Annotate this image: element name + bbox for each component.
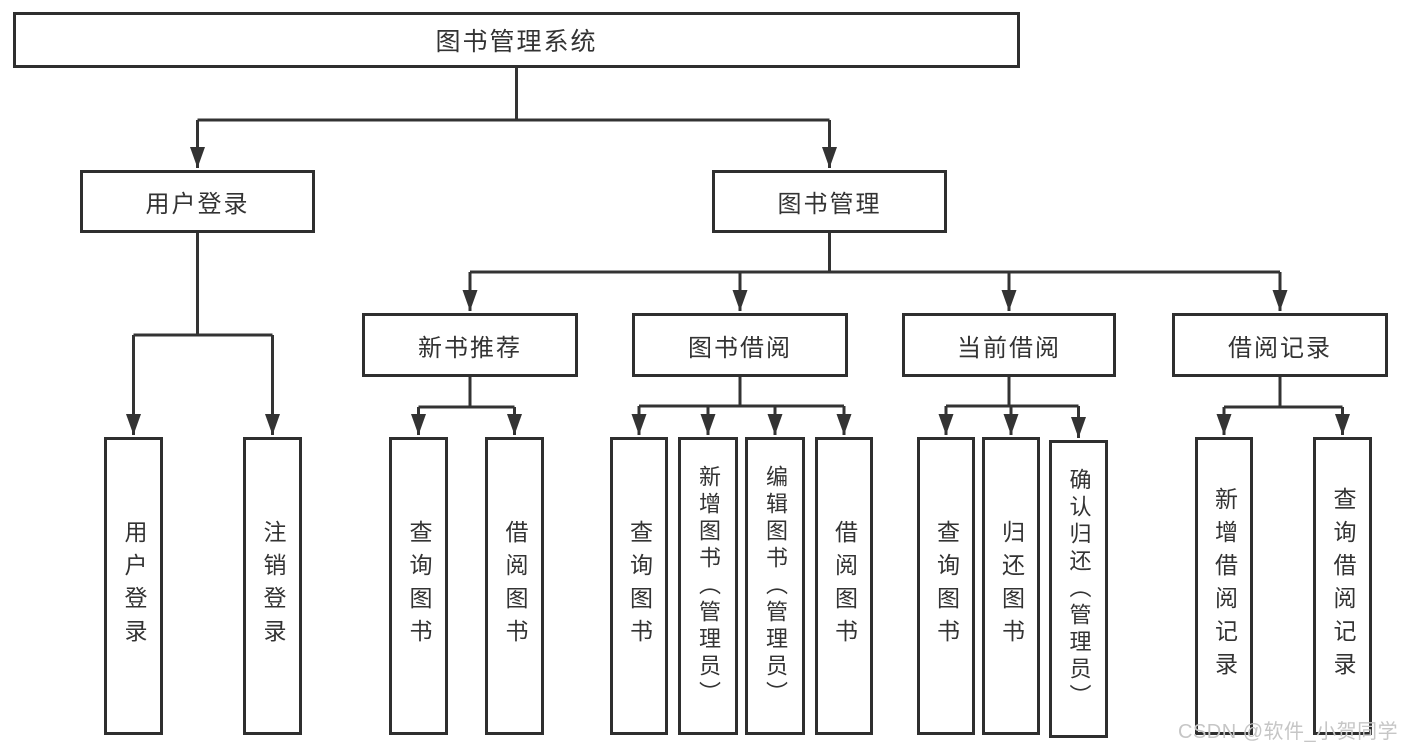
leaf-search-books-current-label: 查询图书 — [933, 520, 960, 652]
leaf-return-books-label: 归还图书 — [998, 520, 1025, 652]
leaf-search-borrow-record: 查询借阅记录 — [1313, 437, 1372, 735]
leaf-user-login-label: 用户登录 — [121, 520, 147, 652]
node-user-login-label: 用户登录 — [145, 191, 250, 218]
leaf-search-borrow-record-label: 查询借阅记录 — [1330, 487, 1356, 685]
leaf-add-borrow-record-label: 新增借阅记录 — [1211, 487, 1238, 685]
node-new-book-recommendation-label: 新书推荐 — [418, 334, 522, 362]
leaf-edit-books-admin: 编辑图书（管理员） — [745, 437, 805, 735]
node-new-book-recommendation: 新书推荐 — [362, 313, 578, 377]
leaf-search-books-current: 查询图书 — [917, 437, 975, 735]
leaf-edit-books-admin-label: 编辑图书（管理员） — [763, 464, 788, 708]
node-borrowing-records: 借阅记录 — [1172, 313, 1388, 377]
csdn-watermark: CSDN @软件_小贺同学 — [1178, 721, 1399, 743]
leaf-return-books: 归还图书 — [982, 437, 1040, 735]
leaf-logout: 注销登录 — [243, 437, 302, 735]
leaf-confirm-return-admin-label: 确认归还（管理员） — [1066, 467, 1092, 711]
node-user-login: 用户登录 — [80, 170, 315, 233]
leaf-confirm-return-admin: 确认归还（管理员） — [1049, 440, 1108, 738]
node-book-borrowing-label: 图书借阅 — [688, 334, 792, 362]
leaf-search-books-recommend-label: 查询图书 — [406, 520, 432, 652]
leaf-add-books-admin-label: 新增图书（管理员） — [696, 464, 721, 708]
leaf-borrow-books-recommend-label: 借阅图书 — [502, 520, 528, 652]
leaf-search-books-borrowing: 查询图书 — [610, 437, 668, 735]
leaf-user-login: 用户登录 — [104, 437, 163, 735]
node-library-system: 图书管理系统 — [13, 12, 1020, 68]
node-book-management-label: 图书管理 — [777, 191, 882, 218]
leaf-add-borrow-record: 新增借阅记录 — [1195, 437, 1253, 735]
leaf-borrow-books: 借阅图书 — [815, 437, 873, 735]
leaf-logout-label: 注销登录 — [260, 520, 286, 652]
leaf-search-books-borrowing-label: 查询图书 — [626, 520, 653, 652]
leaf-search-books-recommend: 查询图书 — [389, 437, 448, 735]
node-current-borrowing-label: 当前借阅 — [957, 334, 1061, 362]
node-book-borrowing: 图书借阅 — [632, 313, 848, 377]
leaf-add-books-admin: 新增图书（管理员） — [678, 437, 738, 735]
leaf-borrow-books-recommend: 借阅图书 — [485, 437, 544, 735]
node-borrowing-records-label: 借阅记录 — [1228, 334, 1332, 362]
node-book-management: 图书管理 — [712, 170, 947, 233]
node-current-borrowing: 当前借阅 — [902, 313, 1116, 377]
node-library-system-label: 图书管理系统 — [435, 28, 598, 56]
leaf-borrow-books-label: 借阅图书 — [831, 520, 858, 652]
